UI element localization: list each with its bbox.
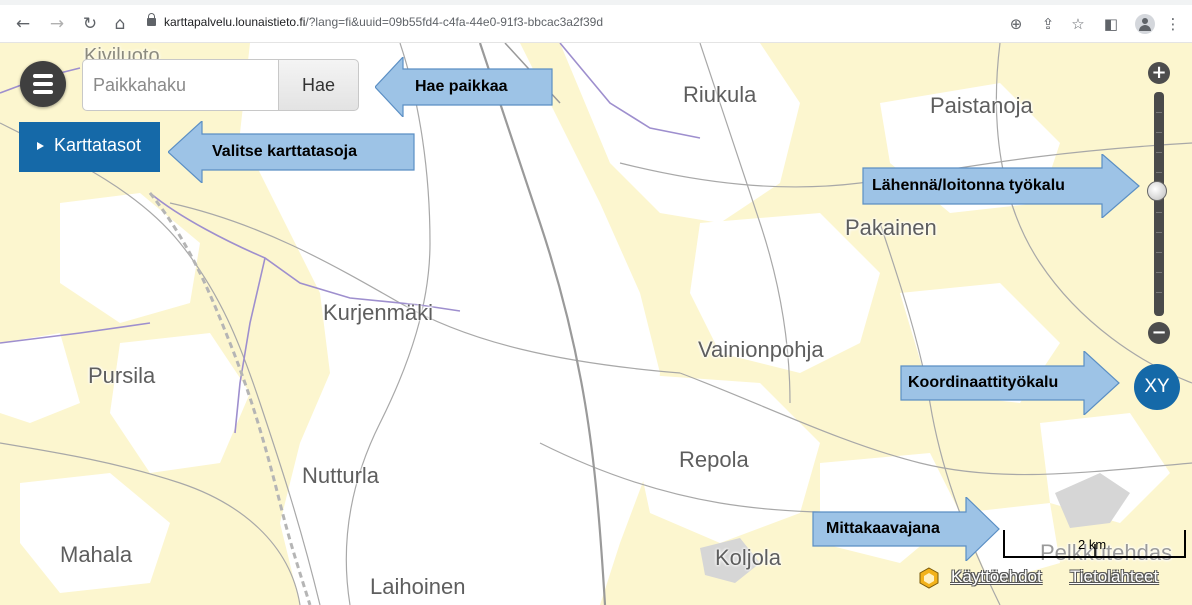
callout-coordinate-text: Koordinaattityökalu (908, 374, 1059, 391)
place-label: Paistanoja (930, 93, 1033, 118)
sources-link[interactable]: Tietolähteet (1070, 567, 1159, 586)
place-label: Nutturla (302, 463, 380, 488)
arrow-right-icon (812, 497, 1000, 561)
sidebar-icon[interactable]: ◧ (1103, 15, 1119, 33)
callout-zoom: Lähennä/loitonna työkalu (862, 154, 1140, 218)
callout-zoom-text: Lähennä/loitonna työkalu (872, 177, 1065, 194)
menu-dots-icon[interactable]: ⋮ (1165, 15, 1181, 33)
home-icon[interactable]: ⌂ (114, 14, 126, 34)
lounaistieto-logo-icon[interactable] (918, 567, 940, 589)
scale-bar (1003, 530, 1186, 558)
place-label: Kurjenmäki (323, 300, 434, 325)
hamburger-icon-bar (33, 90, 53, 94)
place-label: Koljola (715, 545, 782, 570)
terms-link[interactable]: Käyttöehdot (951, 567, 1042, 586)
address-bar[interactable]: karttapalvelu.lounaistieto.fi/?lang=fi&u… (164, 15, 603, 29)
map-layers-button[interactable]: Karttatasot (19, 122, 160, 172)
hamburger-icon-bar (33, 82, 53, 86)
place-search-input[interactable] (82, 59, 278, 111)
railway (148, 192, 312, 605)
callout-layers: Valitse karttatasoja (168, 121, 415, 183)
callout-coordinate: Koordinaattityökalu (900, 351, 1120, 415)
place-label: Pelkkutehdas (1040, 540, 1173, 565)
callout-scale-text: Mittakaavajana (826, 520, 940, 537)
place-label: Vainionpohja (698, 337, 824, 362)
callout-search-text: Hae paikkaa (415, 78, 508, 95)
scale-label: 2 km (1078, 537, 1107, 552)
zoom-in-button[interactable]: + (1148, 62, 1170, 84)
callout-search: Hae paikkaa (375, 57, 553, 117)
star-icon[interactable]: ☆ (1071, 15, 1085, 33)
main-menu-button[interactable] (20, 61, 66, 107)
coordinate-tool-button[interactable]: XY (1134, 364, 1180, 410)
zoom-tick (1156, 292, 1162, 293)
map-view[interactable]: Kiviluoto Riukula Paistanoja Pakainen Ku… (0, 43, 1192, 605)
zoom-tick (1156, 212, 1162, 213)
callout-layers-text: Valitse karttatasoja (212, 143, 357, 160)
zoom-tick (1156, 152, 1162, 153)
expand-triangle-icon (37, 142, 44, 150)
profile-icon[interactable] (1135, 14, 1155, 34)
arrow-right-icon (862, 154, 1140, 218)
share-icon[interactable]: ⇪ (1041, 15, 1055, 33)
zoom-tick (1156, 132, 1162, 133)
lock-icon[interactable] (147, 13, 156, 26)
zoom-tick (1156, 112, 1162, 113)
zoom-slider-track[interactable] (1154, 92, 1164, 316)
zoom-tick (1156, 172, 1162, 173)
url-path: /?lang=fi&uuid=09b55fd4-c4fa-44e0-91f3-b… (305, 15, 603, 29)
forward-icon[interactable]: → (49, 14, 65, 34)
zoom-tick (1156, 252, 1162, 253)
place-label: Pakainen (845, 215, 937, 240)
zoom-slider-handle[interactable] (1147, 181, 1167, 201)
zoom-tick (1156, 232, 1162, 233)
arrow-right-icon (900, 351, 1120, 415)
map-layers-label: Karttatasot (54, 135, 142, 155)
search-button[interactable]: Hae (278, 59, 359, 111)
arrow-left-icon (375, 57, 553, 117)
back-icon[interactable]: ← (15, 14, 31, 34)
place-label: Repola (679, 447, 749, 472)
browser-toolbar: ← → ↻ ⌂ karttapalvelu.lounaistieto.fi/?l… (0, 0, 1192, 43)
place-label: Mahala (60, 542, 133, 567)
zoom-out-button[interactable]: − (1148, 322, 1170, 344)
place-label: Laihoinen (370, 574, 466, 599)
callout-scale: Mittakaavajana (812, 497, 1000, 561)
url-host: karttapalvelu.lounaistieto.fi (164, 15, 306, 29)
zoom-icon[interactable]: ⊕ (1009, 15, 1023, 33)
arrow-left-icon (168, 121, 415, 183)
place-label: Pursila (88, 363, 156, 388)
reload-icon[interactable]: ↻ (82, 14, 98, 34)
hamburger-icon (33, 74, 53, 78)
place-label: Riukula (683, 82, 757, 107)
zoom-tick (1156, 272, 1162, 273)
tab-strip (0, 0, 1192, 5)
